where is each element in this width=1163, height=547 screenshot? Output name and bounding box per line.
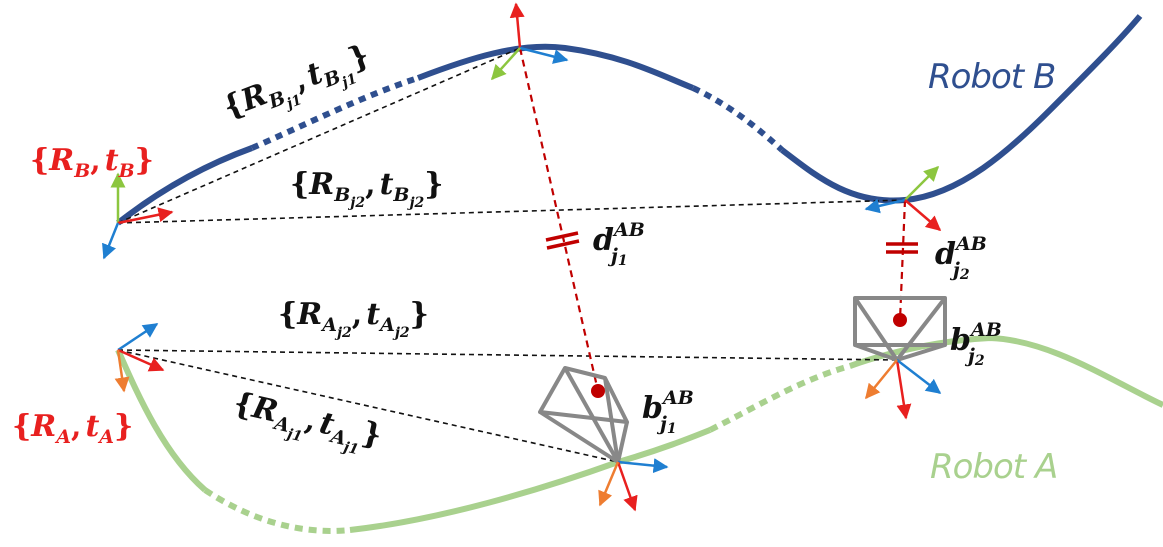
frame-ra-origin	[114, 322, 165, 393]
camera-center-2	[893, 313, 907, 327]
frame-b-j2	[864, 165, 942, 231]
bearing-b-j2-label: bAB	[950, 319, 1002, 358]
distance-d-j1-label: dAB	[593, 219, 645, 258]
distance-tick-marks	[545, 231, 918, 254]
pose-bj2-label: {RBj2,tBj2}	[290, 167, 444, 211]
frame-a-j1	[598, 458, 669, 512]
distance-d-j1-sub: j1	[607, 245, 628, 269]
pose-aj1-label: {RAj1,tAj1}	[228, 386, 385, 463]
robot-b-label: Robot B	[928, 57, 1055, 97]
bearing-b-j2-sub: j2	[964, 345, 985, 369]
bearing-b-j1-sub: j1	[656, 413, 677, 437]
camera-frustum-2	[853, 296, 947, 362]
frame-ra-label: {RA,tA}	[12, 409, 133, 448]
distance-d-j2-sub: j2	[949, 259, 970, 283]
frame-rb-label: {RB,tB}	[30, 143, 154, 182]
relative-pose-lines	[117, 47, 906, 463]
frame-a-j2	[865, 359, 942, 420]
robot-b-trajectory	[116, 14, 1143, 226]
pose-aj2-label: {RAj2,tAj2}	[278, 297, 429, 341]
robot-a-trajectory	[115, 334, 1163, 534]
bearing-b-j1-label: bAB	[642, 387, 694, 426]
camera-frustum-1	[538, 366, 629, 464]
frame-rb-origin	[102, 172, 174, 260]
robot-a-label: Robot A	[930, 447, 1057, 487]
frame-b-j1	[490, 2, 569, 81]
distance-lines	[518, 47, 907, 392]
distance-d-j2-label: dAB	[935, 233, 987, 272]
pose-bj1-label: {RBj1,tBj1}	[218, 38, 377, 134]
camera-center-1	[591, 384, 605, 398]
